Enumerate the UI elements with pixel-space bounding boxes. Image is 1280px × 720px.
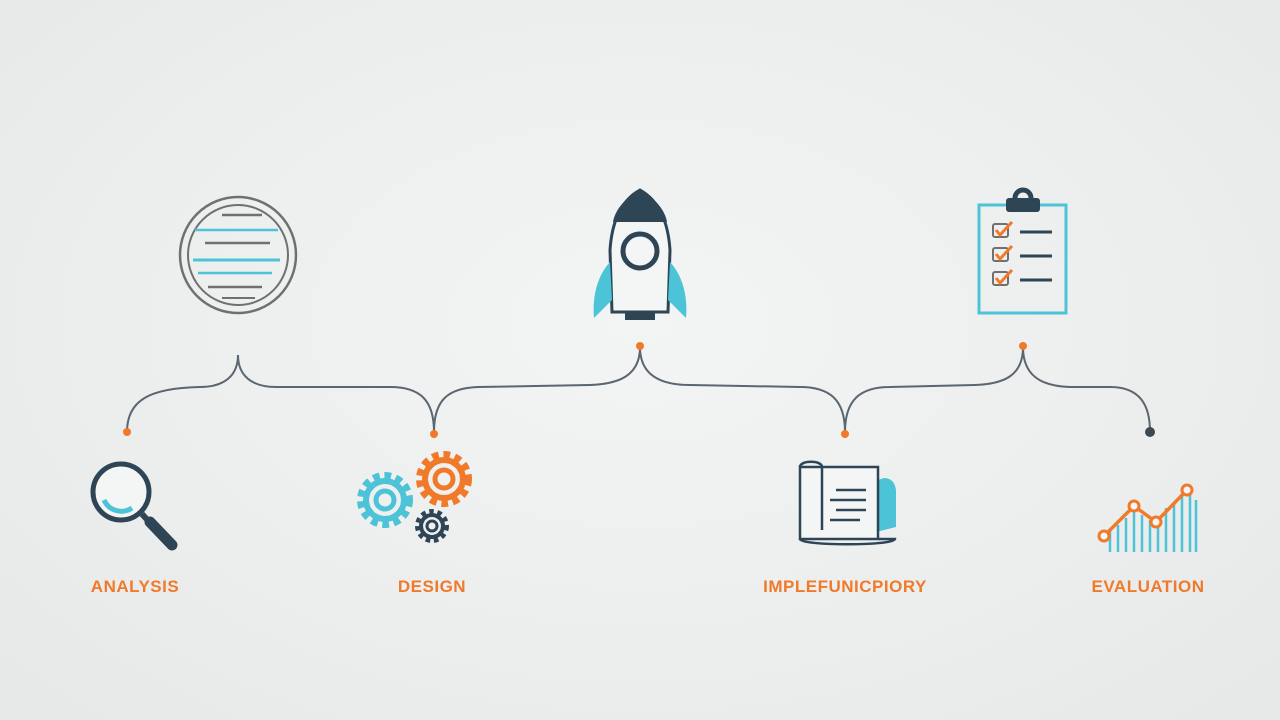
timeline-connector-line <box>126 346 1151 433</box>
connector-dot-rocket <box>636 342 644 350</box>
stage-label-analysis: ANALYSIS <box>91 577 179 596</box>
stage-label-design: DESIGN <box>398 577 466 596</box>
gears-icon <box>357 451 472 543</box>
connector-dot-analysis <box>123 428 131 436</box>
connector-dot-design <box>430 430 438 438</box>
scroll-document-icon <box>798 460 897 546</box>
connector-dot-evaluation <box>1145 427 1155 437</box>
connector-dot-clipboard <box>1019 342 1027 350</box>
globe-document-icon <box>178 195 298 315</box>
stage-label-evaluation: EVALUATION <box>1092 577 1205 596</box>
clipboard-checklist-icon <box>977 187 1068 315</box>
rocket-icon <box>593 188 687 320</box>
magnifying-glass-icon <box>90 461 178 551</box>
line-chart-icon <box>1097 483 1198 552</box>
connector-dot-implementation <box>841 430 849 438</box>
stage-label-implementation: IMPLEFUNICPIORY <box>763 577 927 596</box>
